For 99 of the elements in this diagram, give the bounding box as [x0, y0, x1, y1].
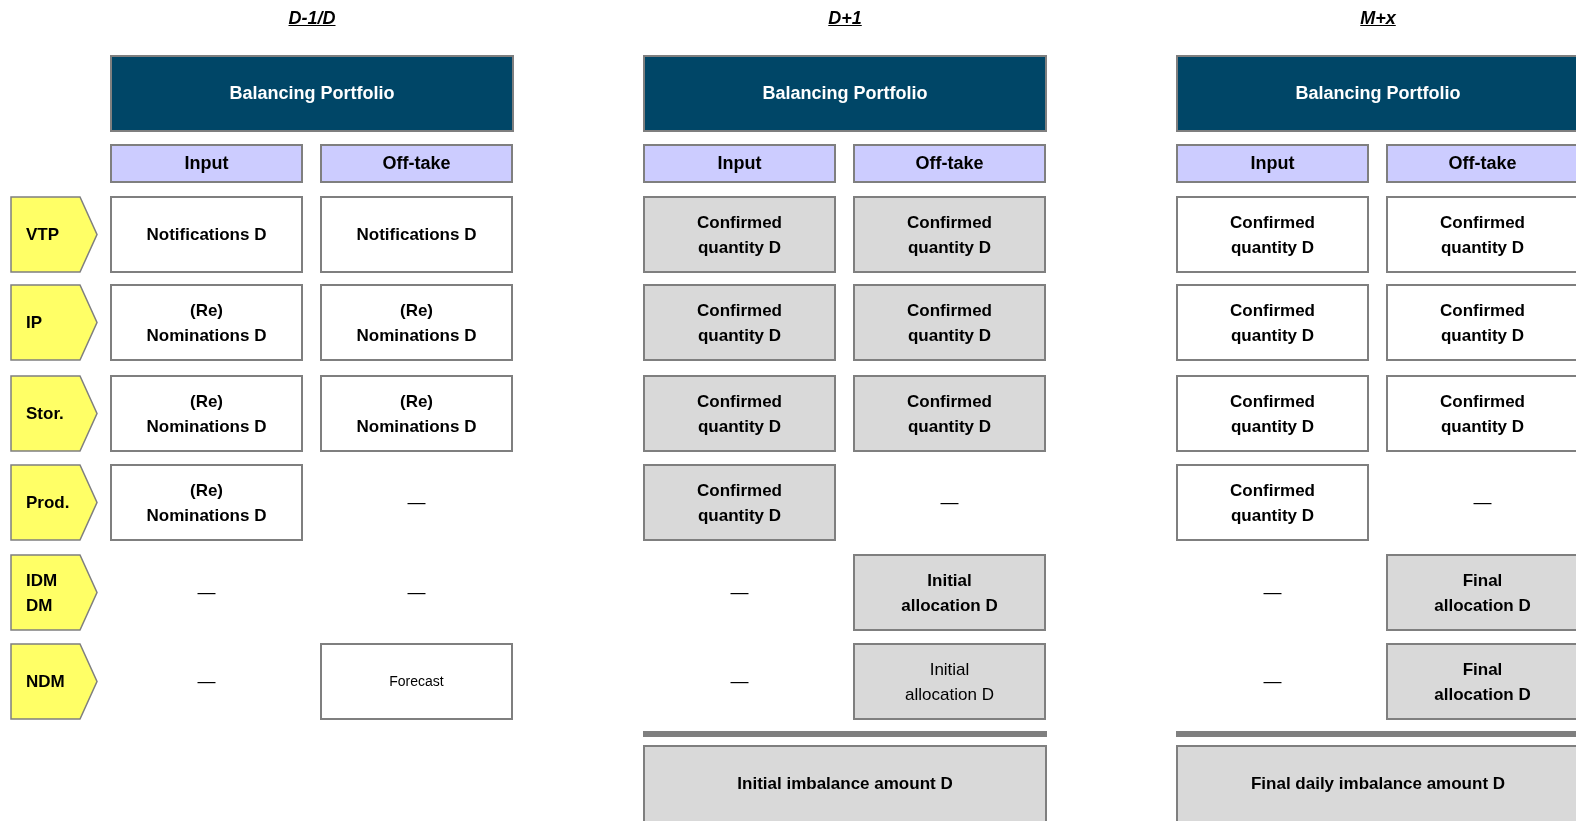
- value-box: [320, 375, 513, 452]
- column-title: D+1: [827, 7, 863, 30]
- column-header: [1176, 144, 1369, 183]
- cell-text: Notifications D: [356, 224, 477, 246]
- cell-text: Final allocation D: [1433, 569, 1532, 617]
- value-box: [1176, 375, 1369, 452]
- header-text: Balancing Portfolio: [1295, 82, 1461, 105]
- row-label: IP: [26, 312, 44, 334]
- cell-text: Confirmed quantity D: [1439, 211, 1526, 259]
- dash-text: —: [1263, 670, 1282, 693]
- dash-text: —: [1473, 491, 1492, 514]
- value-box: [853, 643, 1046, 720]
- cell-text: (Re) Nominations D: [145, 390, 268, 438]
- cell-text: Confirmed quantity D: [1439, 390, 1526, 438]
- column-header: [110, 144, 303, 183]
- value-box: [1176, 464, 1369, 541]
- cell-text: Confirmed quantity D: [1439, 299, 1526, 347]
- cell-text: (Re) Nominations D: [355, 390, 478, 438]
- column-header: [320, 144, 513, 183]
- value-box: [853, 196, 1046, 273]
- header-text: Balancing Portfolio: [229, 82, 395, 105]
- value-box: [1176, 284, 1369, 361]
- row-label: IDM DM: [26, 569, 59, 617]
- chevron-tag: [10, 196, 98, 273]
- dash-text: —: [407, 491, 426, 514]
- value-box: [1176, 196, 1369, 273]
- column-header-text: Off-take: [1448, 152, 1517, 175]
- dash-text: —: [197, 581, 216, 604]
- column-header: [853, 144, 1046, 183]
- column-header: [1386, 144, 1576, 183]
- value-box: [1386, 643, 1576, 720]
- value-box: [1386, 554, 1576, 631]
- value-box: [1386, 375, 1576, 452]
- row-label: NDM: [26, 671, 66, 693]
- total-box: [1176, 745, 1576, 821]
- cell-text: Forecast: [389, 672, 444, 691]
- value-box: [853, 375, 1046, 452]
- cell-text: Final allocation D: [1433, 658, 1532, 706]
- header-box: [643, 55, 1047, 132]
- value-box: [853, 284, 1046, 361]
- cell-text: Confirmed quantity D: [906, 211, 993, 259]
- cell-text: Confirmed quantity D: [696, 479, 783, 527]
- header-text: Balancing Portfolio: [762, 82, 928, 105]
- dash-text: —: [730, 581, 749, 604]
- chevron-tag: [10, 554, 98, 631]
- chevron-tag: [10, 643, 98, 720]
- cell-text: Initial allocation D: [904, 658, 995, 706]
- value-box: [320, 196, 513, 273]
- cell-text: Confirmed quantity D: [696, 211, 783, 259]
- column-header-text: Off-take: [915, 152, 984, 175]
- row-label: Prod.: [26, 492, 70, 514]
- row-label: VTP: [26, 224, 61, 246]
- value-box: [110, 196, 303, 273]
- chevron-tag: [10, 284, 98, 361]
- cell-text: Confirmed quantity D: [906, 299, 993, 347]
- value-box: [1386, 284, 1576, 361]
- column-title: D-1/D: [287, 7, 337, 30]
- cell-text: Initial imbalance amount D: [737, 773, 953, 795]
- column-header: [643, 144, 836, 183]
- column-header-text: Off-take: [382, 152, 451, 175]
- dash-text: —: [940, 491, 959, 514]
- row-label: Stor.: [26, 403, 65, 425]
- cell-text: Confirmed quantity D: [1229, 211, 1316, 259]
- cell-text: Confirmed quantity D: [1229, 299, 1316, 347]
- cell-text: Final daily imbalance amount D: [1250, 773, 1506, 795]
- cell-text: Confirmed quantity D: [696, 299, 783, 347]
- cell-text: Confirmed quantity D: [906, 390, 993, 438]
- value-box: [643, 464, 836, 541]
- value-box: [643, 196, 836, 273]
- value-box: [643, 375, 836, 452]
- cell-text: Confirmed quantity D: [1229, 479, 1316, 527]
- dash-text: —: [730, 670, 749, 693]
- value-box: [110, 464, 303, 541]
- cell-text: Confirmed quantity D: [1229, 390, 1316, 438]
- header-box: [1176, 55, 1576, 132]
- dash-text: —: [1263, 581, 1282, 604]
- value-box: [1386, 196, 1576, 273]
- cell-text: (Re) Nominations D: [145, 479, 268, 527]
- value-box: [320, 643, 513, 720]
- cell-text: Notifications D: [146, 224, 267, 246]
- column-title: M+x: [1359, 7, 1397, 30]
- cell-text: (Re) Nominations D: [145, 299, 268, 347]
- column-header-text: Input: [184, 152, 229, 175]
- value-box: [110, 375, 303, 452]
- column-header-text: Input: [717, 152, 762, 175]
- value-box: [853, 554, 1046, 631]
- total-box: [643, 745, 1047, 821]
- cell-text: Initial allocation D: [900, 569, 999, 617]
- cell-text: (Re) Nominations D: [355, 299, 478, 347]
- value-box: [643, 284, 836, 361]
- chevron-tag: [10, 375, 98, 452]
- cell-text: Confirmed quantity D: [696, 390, 783, 438]
- value-box: [320, 284, 513, 361]
- column-header-text: Input: [1250, 152, 1295, 175]
- header-box: [110, 55, 514, 132]
- dash-text: —: [197, 670, 216, 693]
- chevron-tag: [10, 464, 98, 541]
- value-box: [110, 284, 303, 361]
- dash-text: —: [407, 581, 426, 604]
